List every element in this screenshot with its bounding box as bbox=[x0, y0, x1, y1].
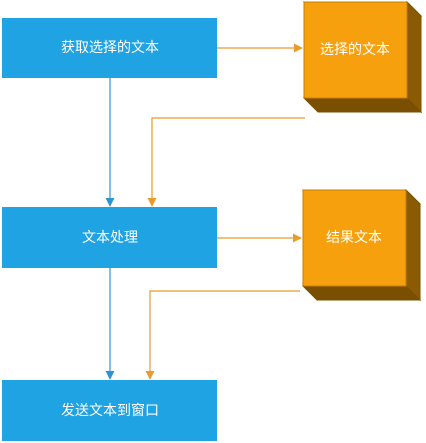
store-label-selected-text: 选择的文本 bbox=[320, 42, 390, 58]
process-box bbox=[2, 207, 217, 268]
store-bottom-face bbox=[301, 285, 422, 301]
process-step-get-selected-text[interactable]: 获取选择的文本 bbox=[2, 18, 217, 78]
process-step-text-processing[interactable]: 文本处理 bbox=[2, 207, 217, 268]
process-box bbox=[2, 380, 217, 441]
data-store-result-text[interactable]: 结果文本 bbox=[301, 188, 422, 302]
store-bottom-face bbox=[302, 97, 423, 113]
store-side-face bbox=[406, 0, 422, 114]
store-front-face bbox=[302, 189, 407, 287]
process-label-text-processing: 文本处理 bbox=[82, 230, 138, 246]
store-label-result-text: 结果文本 bbox=[326, 230, 382, 246]
process-label-get-selected-text: 获取选择的文本 bbox=[61, 40, 159, 56]
data-arrow-result-text-to-send bbox=[145, 290, 300, 380]
store-front-face bbox=[303, 1, 408, 99]
process-step-send-text-to-window[interactable]: 发送文本到窗口 bbox=[2, 380, 217, 441]
data-arrow-selected-text-to-processing bbox=[147, 117, 305, 207]
process-box bbox=[2, 18, 217, 78]
process-label-send-text-to-window: 发送文本到窗口 bbox=[61, 402, 159, 419]
data-store-selected-text[interactable]: 选择的文本 bbox=[302, 0, 423, 114]
store-side-face bbox=[405, 188, 421, 302]
